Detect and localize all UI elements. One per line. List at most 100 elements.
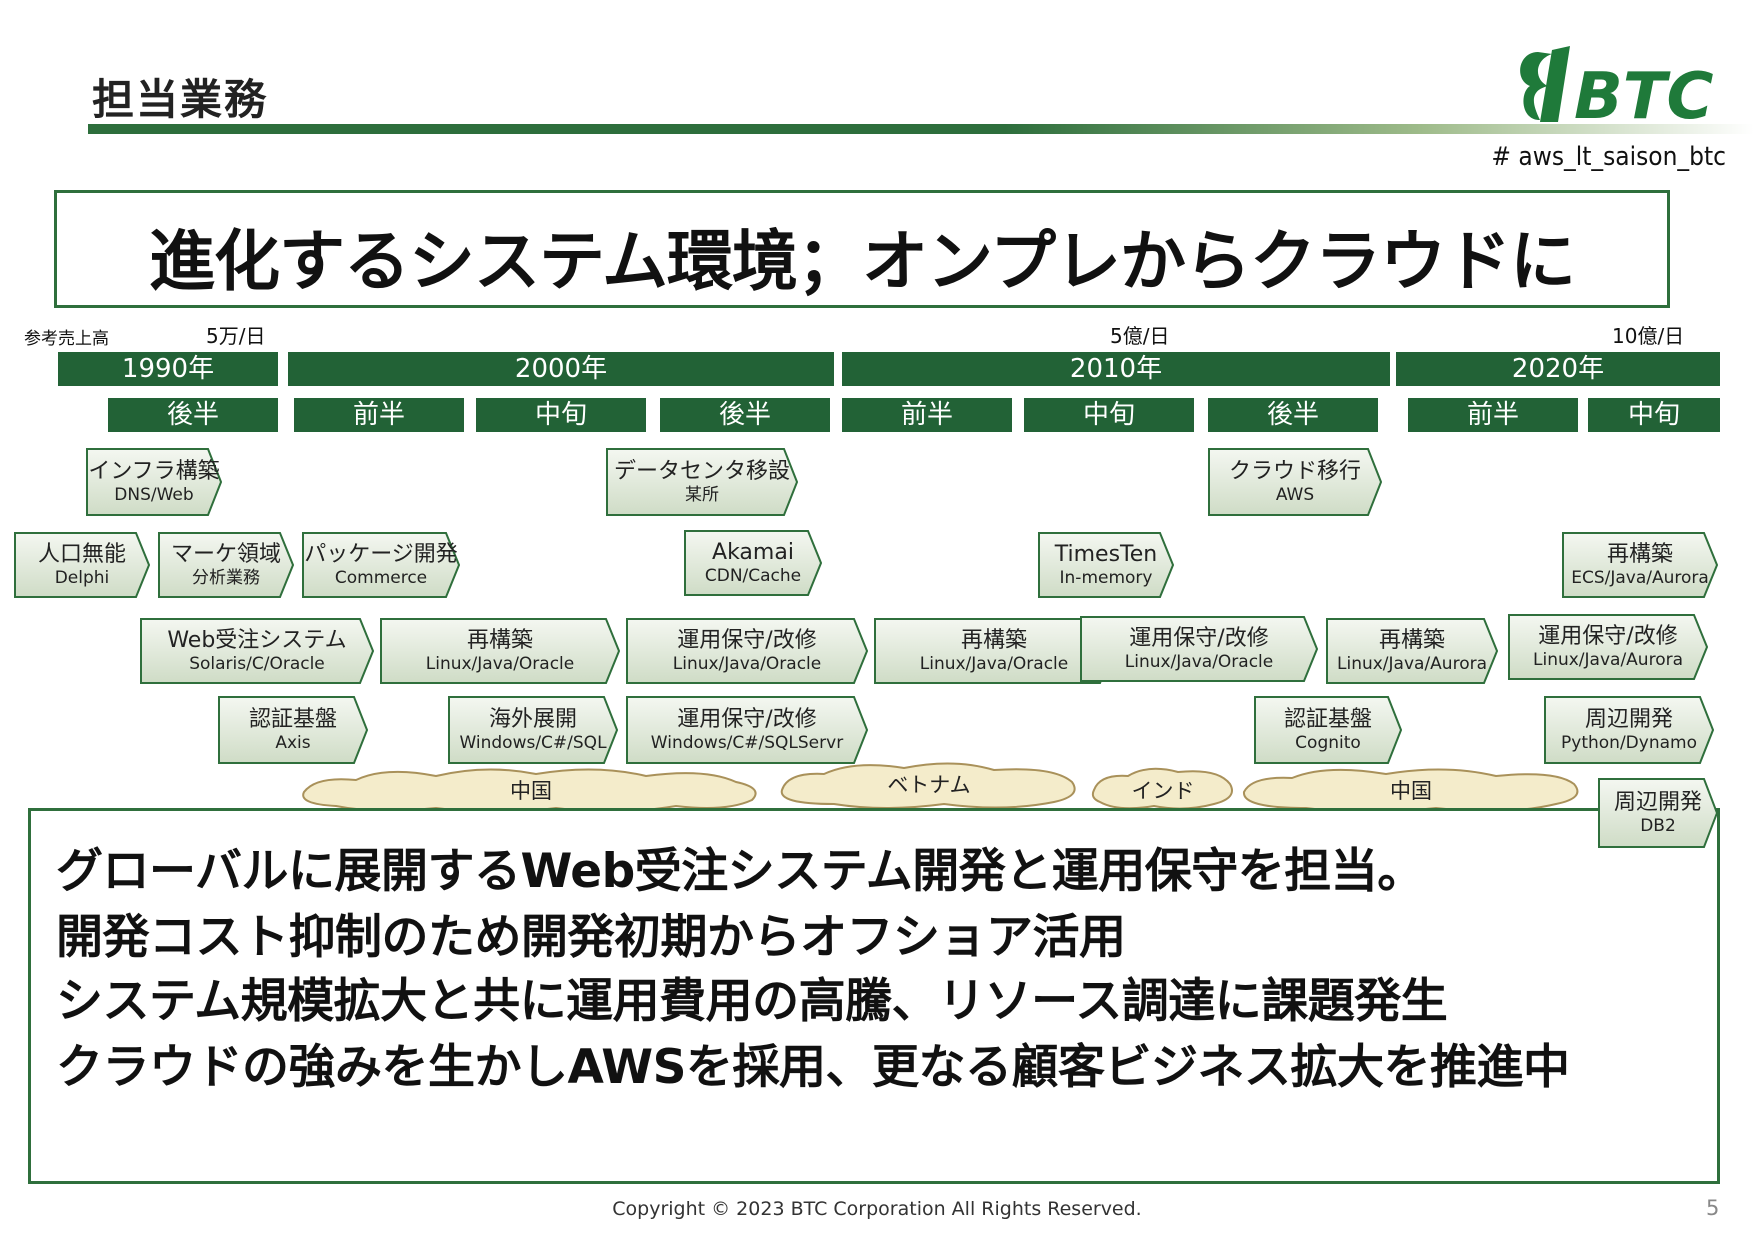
period-2000-early: 前半	[294, 398, 464, 432]
task-title: クラウド移行	[1228, 459, 1361, 484]
task-title: 再構築	[960, 628, 1027, 653]
task-tech: ECS/Java/Aurora	[1571, 568, 1709, 588]
task-title: 運用保守/改修	[677, 707, 817, 732]
task-title: 認証基盤	[248, 707, 337, 732]
decade-2000: 2000年	[288, 352, 834, 386]
offshore-cloud-vietnam: ベトナム	[774, 758, 1084, 812]
summary-line-1: グローバルに展開するWeb受注システム開発と運用保守を担当。	[56, 844, 1424, 899]
summary-box	[28, 808, 1720, 1184]
task-title: Akamai	[712, 540, 794, 565]
task-title: パッケージ開発	[304, 542, 458, 567]
task-tech: Windows/C#/SQL	[459, 733, 607, 753]
cloud-label: 中国	[1390, 779, 1432, 803]
task-tech: DB2	[1640, 816, 1676, 836]
period-1990-late: 後半	[108, 398, 278, 432]
task-title: インフラ構築	[88, 459, 220, 484]
headline-box	[54, 190, 1670, 308]
task-tech: 某所	[685, 485, 719, 505]
task-title: 再構築	[1606, 542, 1673, 567]
section-title: 担当業務	[92, 75, 269, 124]
hashtag: # aws_lt_saison_btc	[1491, 142, 1726, 172]
task-tech: DNS/Web	[114, 485, 194, 505]
cloud-label: 中国	[510, 779, 552, 803]
task-tech: Axis	[275, 733, 311, 753]
cloud-label: インド	[1131, 779, 1195, 803]
logo-text: BTC	[1574, 60, 1713, 130]
task-title: 認証基盤	[1283, 707, 1372, 732]
headline: 進化するシステム環境；オンプレからクラウドに	[148, 223, 1576, 300]
task-tech: Cognito	[1295, 733, 1361, 753]
task-tech: Linux/Java/Aurora	[1337, 654, 1487, 674]
copyright: Copyright © 2023 BTC Corporation All Rig…	[612, 1198, 1142, 1220]
task-tech: 分析業務	[192, 568, 260, 588]
task-tech: Delphi	[54, 568, 110, 588]
summary-line-2: 開発コスト抑制のため開発初期からオフショア活用	[56, 910, 1126, 965]
task-title: 運用保守/改修	[1129, 626, 1269, 651]
cloud-label: ベトナム	[887, 773, 971, 797]
offshore-cloud-china-1: 中国	[296, 762, 766, 814]
task-title: 周辺開発	[1613, 790, 1702, 815]
task-tech: Linux/Java/Aurora	[1533, 650, 1683, 670]
task-title: Web受注システム	[167, 628, 347, 653]
period-2020-early: 前半	[1408, 398, 1578, 432]
task-tech: Linux/Java/Oracle	[919, 654, 1069, 674]
task-tech: In-memory	[1059, 568, 1153, 588]
sales-2010: 5億/日	[1110, 324, 1170, 348]
header-rule	[88, 124, 1754, 134]
decade-2020: 2020年	[1396, 352, 1720, 386]
period-2010-early: 前半	[842, 398, 1012, 432]
sales-2020: 10億/日	[1612, 324, 1685, 348]
btc-logo: BTC	[1508, 40, 1728, 134]
task-tech: Commerce	[334, 568, 428, 588]
period-2010-mid: 中旬	[1024, 398, 1194, 432]
sales-label: 参考売上高	[24, 329, 109, 349]
task-title: 運用保守/改修	[677, 628, 817, 653]
decade-1990: 1990年	[58, 352, 278, 386]
task-tech: Solaris/C/Oracle	[189, 654, 325, 674]
period-2000-late: 後半	[660, 398, 830, 432]
task-title: 周辺開発	[1584, 707, 1673, 732]
task-tech: CDN/Cache	[704, 566, 802, 586]
period-2010-late: 後半	[1208, 398, 1378, 432]
task-title: 人口無能	[37, 542, 126, 567]
task-box: データセンタ移設某所	[606, 448, 798, 516]
summary-line-4: クラウドの強みを生かしAWSを採用、更なる顧客ビジネス拡大を推進中	[56, 1040, 1570, 1095]
task-title: 再構築	[466, 628, 533, 653]
task-box: マーケ領域分析業務	[158, 532, 294, 598]
task-tech: Linux/Java/Oracle	[1124, 652, 1274, 672]
decade-2010: 2010年	[842, 352, 1390, 386]
summary-line-3: システム規模拡大と共に運用費用の高騰、リソース調達に課題発生	[56, 974, 1448, 1029]
task-title: TimesTen	[1054, 542, 1158, 567]
offshore-cloud-china-2: 中国	[1236, 762, 1586, 814]
period-2020-mid: 中旬	[1588, 398, 1720, 432]
task-tech: Python/Dynamo	[1561, 733, 1697, 753]
sales-1990: 5万/日	[206, 324, 266, 348]
task-title: 運用保守/改修	[1538, 624, 1678, 649]
task-title: 海外展開	[488, 707, 577, 732]
task-title: マーケ領域	[170, 542, 281, 567]
page-number: 5	[1706, 1196, 1720, 1220]
offshore-cloud-india: インド	[1088, 762, 1238, 812]
task-title: データセンタ移設	[613, 459, 790, 484]
task-tech: Linux/Java/Oracle	[425, 654, 575, 674]
task-tech: Windows/C#/SQLServr	[650, 733, 844, 753]
